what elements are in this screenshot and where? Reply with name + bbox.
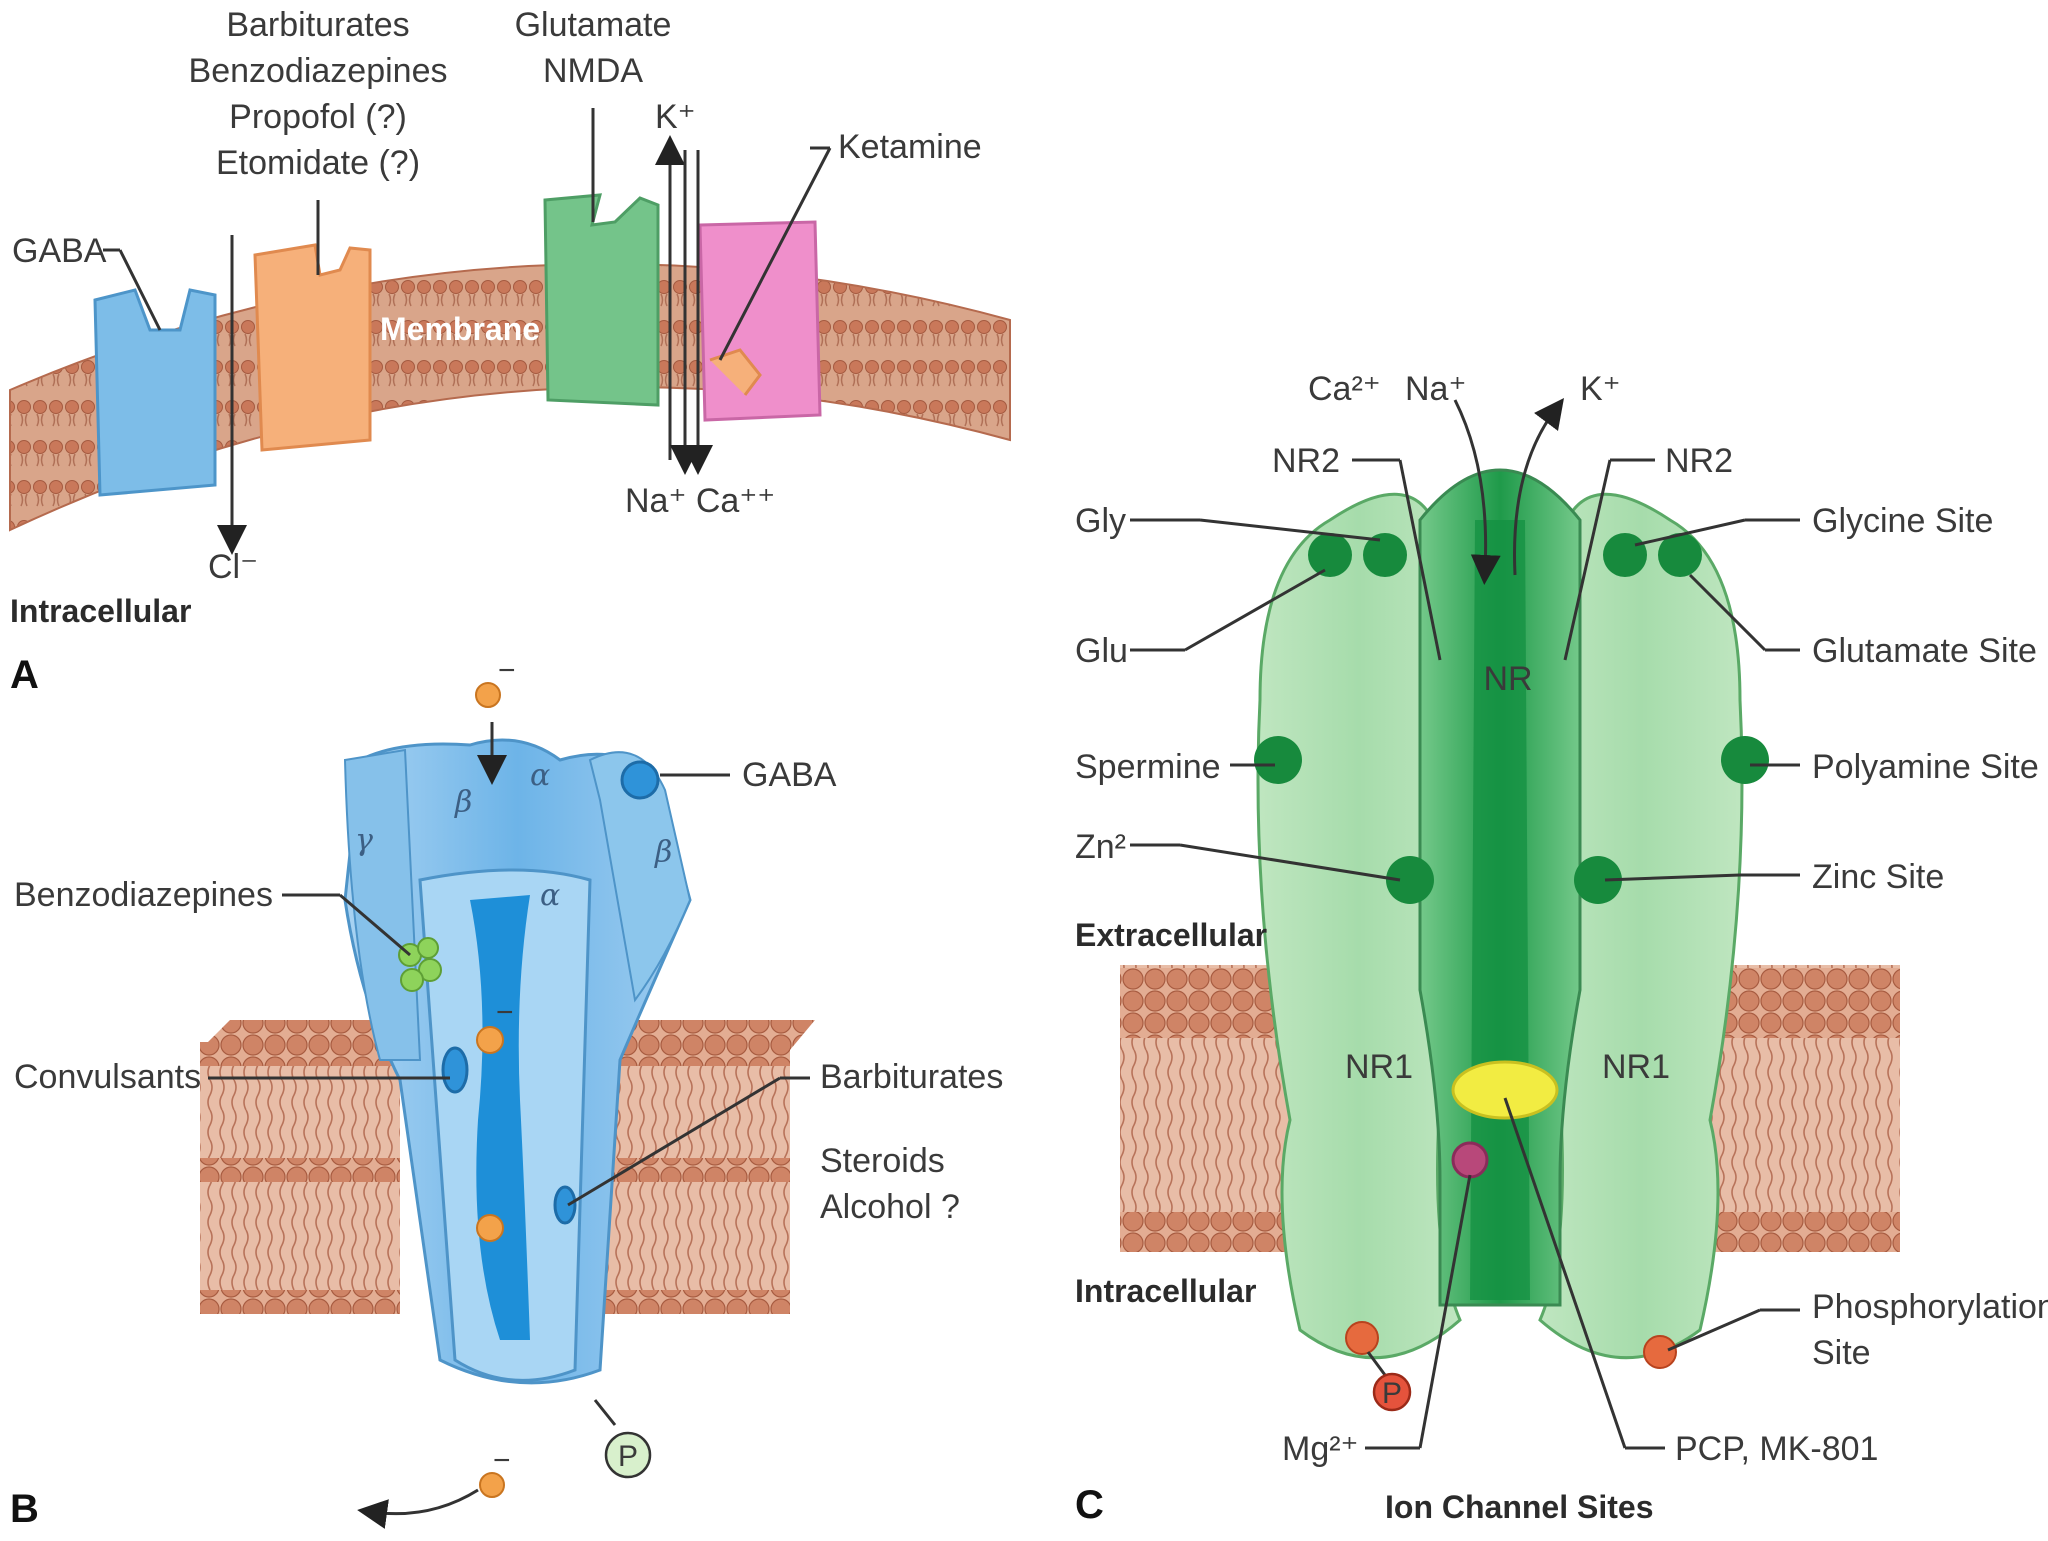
ketamine-channel-a xyxy=(698,220,822,422)
glutamate-site-label: Glutamate Site xyxy=(1812,632,2037,670)
alcohol-label: Alcohol ? xyxy=(820,1188,960,1226)
extracellular-label: Extracellular xyxy=(1075,917,1267,953)
gaba-label-a: GABA xyxy=(12,232,107,270)
minus-mid: − xyxy=(496,996,514,1029)
minus-top: − xyxy=(498,654,516,687)
k-ion-label: K⁺ xyxy=(655,98,696,136)
zinc-site-left xyxy=(1386,856,1434,904)
polyamine-site-label: Polyamine Site xyxy=(1812,748,2039,786)
barbiturate-binding-site xyxy=(553,1185,577,1225)
pcp-binding-site xyxy=(1451,1060,1559,1120)
chloride-ion-low xyxy=(476,1214,504,1242)
barbiturate-receptor-a xyxy=(253,243,372,452)
ion-channel-sites-label: Ion Channel Sites xyxy=(1385,1489,1653,1525)
ketamine-label: Ketamine xyxy=(838,128,982,166)
chloride-out-arrow xyxy=(357,1488,479,1529)
drug-label-4: Etomidate (?) xyxy=(216,144,420,182)
benzodiazepines-label: Benzodiazepines xyxy=(14,876,273,914)
phospho-site-left xyxy=(1345,1321,1379,1355)
phosphorylation-circle-b xyxy=(604,1431,652,1479)
panel-letter-a: A xyxy=(10,653,39,697)
phospho-label-b: P xyxy=(618,1440,638,1473)
k-label: K⁺ xyxy=(1580,370,1621,408)
na-ca-in-arrow xyxy=(1453,399,1501,585)
benzodiazepine-binding-site xyxy=(398,937,442,992)
nr1-right-label: NR1 xyxy=(1602,1048,1670,1086)
subunit-beta-2: β xyxy=(654,835,672,870)
pcp-label: PCP, MK-801 xyxy=(1675,1430,1878,1468)
intracellular-label-c: Intracellular xyxy=(1075,1273,1256,1309)
glycine-site-label: Glycine Site xyxy=(1812,502,1993,540)
site-label: Site xyxy=(1812,1334,1871,1372)
zinc-site-label: Zinc Site xyxy=(1812,858,1944,896)
glu-label: Glu xyxy=(1075,632,1128,670)
chloride-ion-bottom xyxy=(479,1472,505,1498)
membrane-label: Membrane xyxy=(380,311,540,347)
k-out-arrow xyxy=(1513,397,1564,576)
minus-bottom: − xyxy=(493,1444,511,1477)
phospho-site-right xyxy=(1643,1335,1677,1369)
panel-a: Membrane Barbiturates Benzodiazepines Pr… xyxy=(9,6,1011,697)
barbiturates-label-b: Barbiturates xyxy=(820,1058,1003,1096)
drug-label-2: Benzodiazepines xyxy=(189,52,448,90)
nr1-left-label: NR1 xyxy=(1345,1048,1413,1086)
zinc-site-right xyxy=(1574,856,1622,904)
ca-label: Ca²⁺ xyxy=(1308,370,1381,408)
nr2-left-label: NR2 xyxy=(1272,442,1340,480)
gaba-binding-site xyxy=(620,760,660,800)
subunit-alpha-2: α xyxy=(540,878,560,913)
convulsant-binding-site xyxy=(441,1046,469,1094)
drug-label-3: Propofol (?) xyxy=(229,98,407,136)
phospho-circle-c xyxy=(1372,1372,1412,1412)
nmda-receptor-a xyxy=(543,193,660,407)
spermine-label: Spermine xyxy=(1075,748,1221,786)
na-label: Na⁺ xyxy=(1405,370,1466,408)
subunit-gamma: γ xyxy=(355,823,373,858)
mg-binding-site xyxy=(1451,1141,1489,1179)
panel-letter-c: C xyxy=(1075,1483,1104,1527)
drug-label-1: Barbiturates xyxy=(226,6,409,44)
intracellular-label-a: Intracellular xyxy=(10,593,191,629)
nmda-label: NMDA xyxy=(543,52,643,90)
glutamate-site-right xyxy=(1658,533,1702,577)
chloride-ion-mid xyxy=(476,1026,504,1054)
phosphorylation-label: Phosphorylation xyxy=(1812,1288,2048,1326)
panel-letter-b: B xyxy=(10,1487,39,1531)
gaba-label-b: GABA xyxy=(742,756,837,794)
glycine-site-right xyxy=(1603,533,1647,577)
chloride-ion-top xyxy=(475,682,501,708)
subunit-alpha-1: α xyxy=(530,758,550,793)
phospho-label-c: P xyxy=(1382,1377,1402,1410)
gly-site-left xyxy=(1363,533,1407,577)
panel-b: γ β α α β − − − P GABA Benzodiazepines C… xyxy=(10,654,1003,1531)
gaba-receptor-a xyxy=(93,288,217,497)
nr2-right-label: NR2 xyxy=(1665,442,1733,480)
polyamine-site-right xyxy=(1721,736,1769,784)
zn-label: Zn² xyxy=(1075,828,1126,866)
mg-label: Mg²⁺ xyxy=(1282,1430,1359,1468)
convulsants-label: Convulsants xyxy=(14,1058,201,1096)
glutamate-label: Glutamate xyxy=(515,6,672,44)
polyamine-site-left xyxy=(1254,736,1302,784)
gly-label: Gly xyxy=(1075,502,1126,540)
steroids-label: Steroids xyxy=(820,1142,945,1180)
nr-center-label: NR xyxy=(1483,660,1532,698)
cl-ion-label: Cl⁻ xyxy=(208,548,258,586)
panel-c: P Ca²⁺ Na⁺ K⁺ NR2 NR2 NR xyxy=(1075,370,2048,1527)
subunit-beta-1: β xyxy=(454,785,472,820)
na-ca-label: Na⁺ Ca⁺⁺ xyxy=(625,482,775,520)
glu-site-left xyxy=(1308,533,1352,577)
